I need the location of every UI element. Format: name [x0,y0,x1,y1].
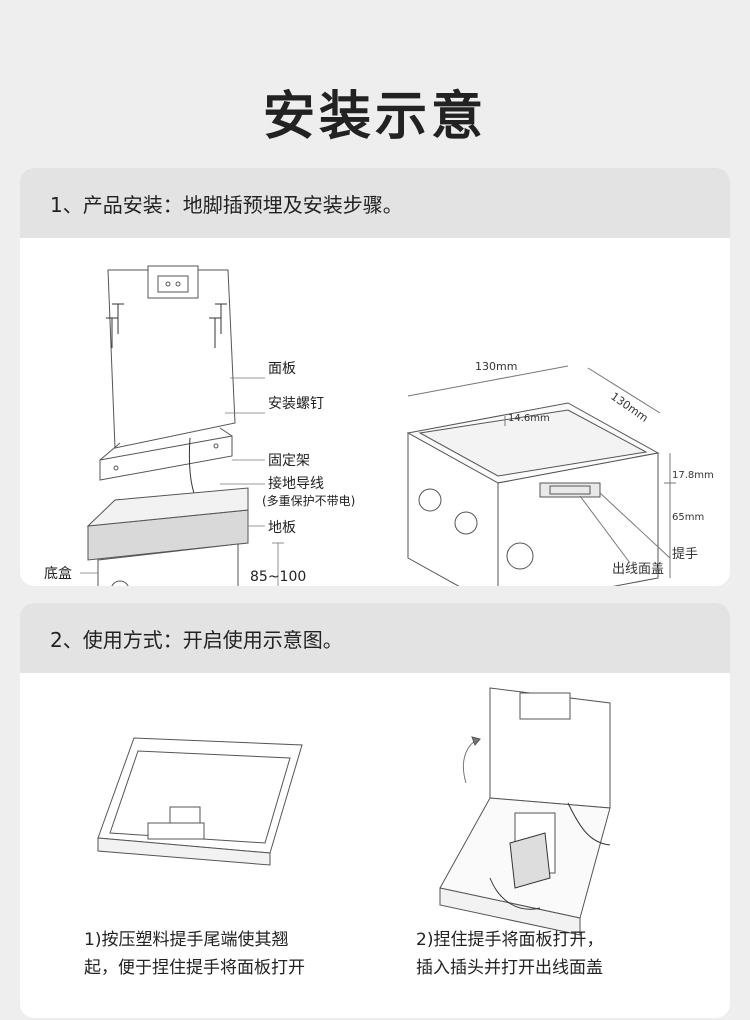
usage-heading: 2、使用方式：开启使用示意图。 [20,603,730,673]
label-bracket: 固定架 [268,453,310,469]
floor-drawing [86,487,249,561]
label-panel: 面板 [268,361,296,377]
screws-drawing [106,303,227,348]
label-cover: 出线面盖 [612,562,664,577]
usage-diagrams: 1)按压塑料提手尾端使其翘 起，便于捏住提手将面板打开 2)捏住提手将面板打开，… [84,687,611,978]
panel-drawing [107,265,236,449]
installation-diagrams: 面板 安装螺钉 固定架 接地导线 (多重保护不带电) 地板 底盒 85~100 [44,265,714,586]
bracket-drawing [99,427,233,481]
installation-heading: 1、产品安装：地脚插预埋及安装步骤。 [20,168,730,238]
usage-card: 2、使用方式：开启使用示意图。 [20,603,730,1018]
dim-height-1: 17.8mm [672,470,714,481]
label-handle: 提手 [672,546,698,562]
label-floor: 地板 [268,520,296,536]
step1-line1: 1)按压塑料提手尾端使其翘 [84,929,288,950]
dim-height-2: 65mm [672,512,704,523]
box-drawing [97,543,239,586]
label-depth: 85~100 [250,569,306,585]
dimensioned-box-drawing [406,365,676,586]
installation-card: 1、产品安装：地脚插预埋及安装步骤。 [20,168,730,586]
dim-width-1: 130mm [475,360,517,373]
page-title: 安装示意 [262,87,487,147]
label-box: 底盒 [44,565,72,582]
dim-depth: 14.6mm [508,413,550,424]
step2-line1: 2)捏住提手将面板打开， [416,930,603,950]
label-screws: 安装螺钉 [268,396,324,412]
label-ground-note: (多重保护不带电) [262,494,355,508]
closed-panel-drawing [97,737,303,866]
step2-line2: 插入插头并打开出线面盖 [416,958,603,978]
dim-width-2: 130mm [608,390,650,425]
open-panel-drawing [439,687,611,936]
label-ground-wire: 接地导线 [268,475,324,492]
step1-line2: 起，便于捏住提手将面板打开 [84,958,305,978]
